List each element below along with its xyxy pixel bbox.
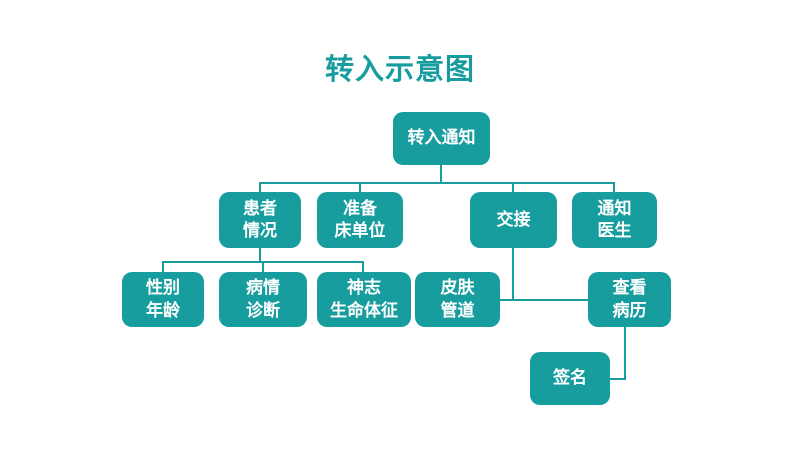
connector-to-notify (613, 182, 615, 192)
connector-root-down (440, 165, 442, 184)
connector-skin-records (500, 299, 588, 301)
node-patient-condition: 患者 情况 (219, 192, 301, 248)
connector-handover-down (512, 248, 514, 301)
node-view-medical-record: 查看 病历 (588, 272, 671, 327)
connector-to-handover (512, 182, 514, 192)
node-transfer-notice: 转入通知 (393, 112, 490, 165)
node-handover: 交接 (470, 192, 557, 248)
connector-records-down (624, 327, 626, 380)
connector-level2-bus (259, 182, 615, 184)
node-consciousness-vitals: 神志 生命体征 (317, 272, 411, 327)
node-signature: 签名 (530, 352, 610, 405)
connector-to-sign (610, 378, 626, 380)
node-condition-diagnosis: 病情 诊断 (219, 272, 307, 327)
node-skin-tubes: 皮肤 管道 (415, 272, 500, 327)
diagram-title: 转入示意图 (324, 54, 475, 86)
node-gender-age: 性别 年龄 (122, 272, 204, 327)
connector-to-vitals (362, 261, 364, 273)
connector-to-patient (259, 182, 261, 192)
connector-patient-down (259, 248, 261, 262)
connector-to-bed (359, 182, 361, 192)
connector-to-diagnosis (262, 261, 264, 273)
connector-to-gender (162, 261, 164, 273)
node-notify-doctor: 通知 医生 (572, 192, 657, 248)
node-prepare-bed-unit: 准备 床单位 (317, 192, 403, 248)
